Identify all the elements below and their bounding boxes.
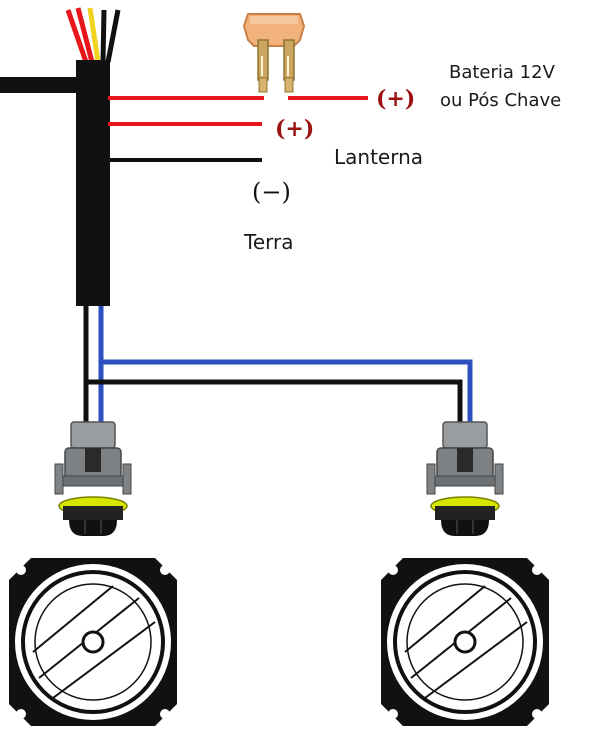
battery-label-line1: Bateria 12V — [449, 62, 555, 83]
minus-sign-ground: (−) — [252, 178, 291, 206]
lantern-label: Lanterna — [334, 145, 424, 169]
headlight-icon-right — [381, 558, 549, 726]
main-cable — [0, 77, 92, 93]
plus-sign-battery: (+) — [376, 86, 416, 112]
connector-icon-left — [54, 421, 132, 536]
headlight-icon-left — [9, 558, 177, 726]
fuse-icon — [242, 13, 306, 93]
harness-sleeve-icon — [76, 60, 110, 306]
battery-label-line2: ou Pós Chave — [440, 90, 562, 111]
plus-sign-lantern: (+) — [275, 116, 315, 142]
ground-label: Terra — [244, 230, 294, 254]
top-wire-bundle — [65, 7, 121, 63]
connector-icon-right — [426, 421, 504, 536]
connector-wires — [83, 306, 473, 428]
